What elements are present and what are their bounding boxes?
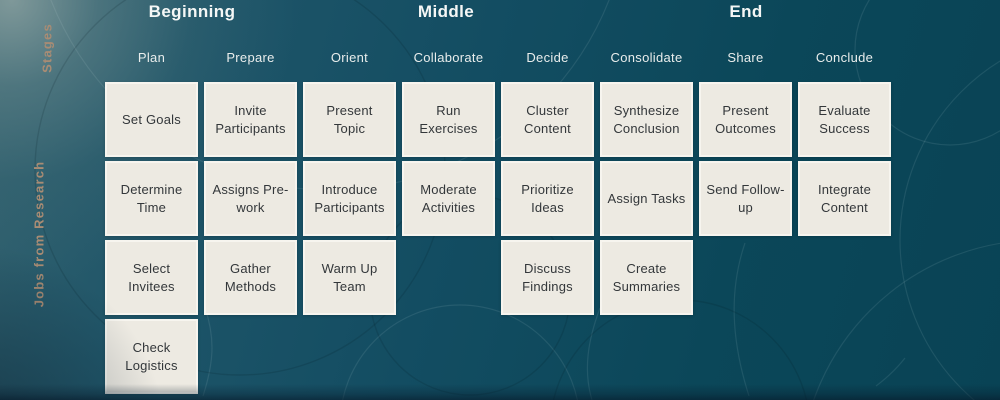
column-label-conclude: Conclude	[815, 50, 874, 65]
job-card-label: Prioritize Ideas	[521, 181, 574, 215]
job-card-label: Select Invitees	[128, 260, 175, 294]
job-card-label: Check Logistics	[125, 339, 178, 373]
job-card-label: Synthesize Conclusion	[613, 102, 680, 136]
job-card[interactable]: Evaluate Success	[798, 82, 891, 157]
job-card[interactable]: Synthesize Conclusion	[600, 82, 693, 157]
job-card-label: Gather Methods	[224, 260, 277, 294]
column-label-consolidate: Consolidate	[610, 50, 683, 65]
job-card[interactable]: Present Outcomes	[699, 82, 792, 157]
job-card[interactable]: Discuss Findings	[501, 240, 594, 315]
job-card-label: Send Follow-up	[706, 181, 785, 215]
job-card[interactable]: Assign Tasks	[600, 161, 693, 236]
column-label-orient: Orient	[330, 50, 369, 65]
column-label-prepare: Prepare	[226, 50, 275, 65]
stage-header-beginning: Beginning	[148, 2, 236, 21]
job-card-label: Invite Participants	[215, 102, 286, 136]
column-label-decide: Decide	[526, 50, 569, 65]
job-card-label: Introduce Participants	[314, 181, 385, 215]
job-card[interactable]: Warm Up Team	[303, 240, 396, 315]
side-label-jobs-from-research: Jobs from Research	[31, 160, 47, 308]
job-card[interactable]: Integrate Content	[798, 161, 891, 236]
job-card-label: Run Exercises	[419, 102, 478, 136]
job-card[interactable]: Set Goals	[105, 82, 198, 157]
job-card-label: Present Topic	[326, 102, 373, 136]
job-card[interactable]: Assigns Pre-work	[204, 161, 297, 236]
job-card[interactable]: Present Topic	[303, 82, 396, 157]
job-card[interactable]: Create Summaries	[600, 240, 693, 315]
job-card-label: Present Outcomes	[715, 102, 776, 136]
side-label-stages: Stages	[39, 23, 55, 73]
column-label-share: Share	[727, 50, 764, 65]
job-card[interactable]: Moderate Activities	[402, 161, 495, 236]
job-card[interactable]: Introduce Participants	[303, 161, 396, 236]
job-card[interactable]: Check Logistics	[105, 319, 198, 394]
job-card-label: Discuss Findings	[522, 260, 573, 294]
job-card[interactable]: Run Exercises	[402, 82, 495, 157]
stage-header-end: End	[729, 2, 763, 21]
stage-header-middle: Middle	[417, 2, 475, 21]
job-card-label: Integrate Content	[817, 181, 872, 215]
job-card-label: Cluster Content	[524, 102, 571, 136]
job-card[interactable]: Send Follow-up	[699, 161, 792, 236]
column-label-collaborate: Collaborate	[413, 50, 484, 65]
job-card-label: Warm Up Team	[321, 260, 378, 294]
job-card-label: Set Goals	[122, 111, 181, 127]
job-card[interactable]: Gather Methods	[204, 240, 297, 315]
job-card-label: Create Summaries	[612, 260, 681, 294]
job-card[interactable]: Invite Participants	[204, 82, 297, 157]
job-card-label: Moderate Activities	[420, 181, 477, 215]
job-card[interactable]: Cluster Content	[501, 82, 594, 157]
job-card[interactable]: Determine Time	[105, 161, 198, 236]
job-card-label: Evaluate Success	[818, 102, 871, 136]
job-card[interactable]: Select Invitees	[105, 240, 198, 315]
job-card-label: Assigns Pre-work	[212, 181, 289, 215]
column-label-plan: Plan	[137, 50, 166, 65]
job-card-label: Assign Tasks	[607, 190, 686, 206]
job-card-label: Determine Time	[120, 181, 183, 215]
job-card[interactable]: Prioritize Ideas	[501, 161, 594, 236]
